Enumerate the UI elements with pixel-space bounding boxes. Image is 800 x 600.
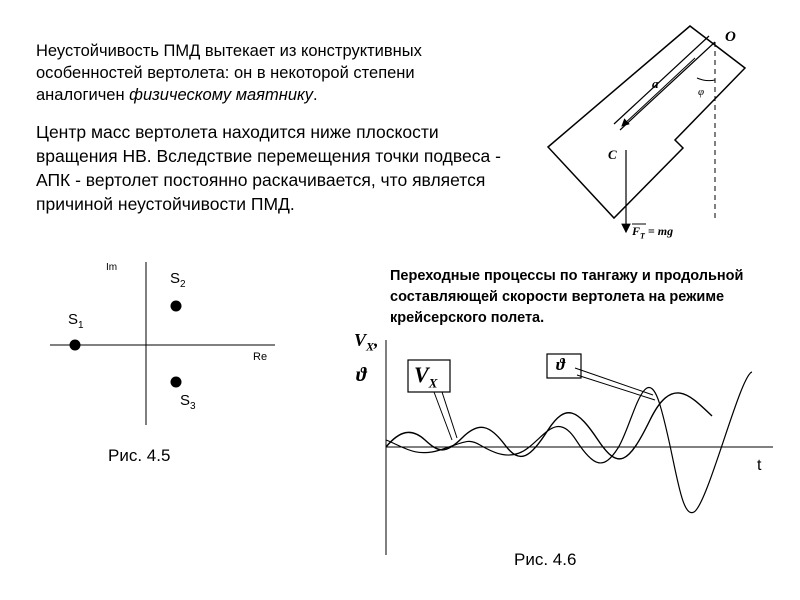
y-label-comma: , bbox=[374, 330, 379, 350]
intro-paragraph: Неустойчивость ПМД вытекает из конструкт… bbox=[36, 40, 506, 106]
callout-theta-leader-2 bbox=[576, 374, 656, 401]
intro-italic-term: физическому маятнику bbox=[129, 86, 314, 104]
callout-v-box bbox=[407, 359, 451, 393]
intro-period: . bbox=[313, 86, 318, 104]
s2-subscript: 2 bbox=[180, 279, 186, 290]
callout-v-text: VX bbox=[414, 362, 437, 391]
label-force: FТ = mg bbox=[632, 224, 673, 240]
s2-letter: S bbox=[170, 270, 181, 287]
transient-caption: Переходные процессы по тангажу и продоль… bbox=[390, 268, 744, 326]
label-length-a: a bbox=[652, 76, 659, 91]
label-s1: S1 bbox=[68, 311, 84, 331]
pole-s1 bbox=[69, 339, 81, 351]
pitch-curve bbox=[385, 371, 753, 514]
callout-v-leader-2 bbox=[441, 391, 458, 439]
figure-4-5-label: Рис. 4.5 bbox=[108, 446, 171, 465]
complex-plane bbox=[50, 262, 275, 425]
fuselage-outline bbox=[546, 25, 747, 220]
label-point-c: C bbox=[608, 147, 617, 162]
label-angle-phi: φ bbox=[698, 86, 705, 98]
length-a-arrow bbox=[621, 57, 696, 127]
center-mass-paragraph: Центр масс вертолета находится ниже плос… bbox=[36, 122, 501, 214]
callout-v-subscript: X bbox=[428, 375, 438, 391]
label-point-o: O bbox=[725, 29, 736, 45]
x-axis-label-t: t bbox=[757, 457, 762, 474]
s3-subscript: 3 bbox=[190, 401, 196, 412]
pole-s2 bbox=[170, 300, 182, 312]
intro-text: Неустойчивость ПМД вытекает из конструкт… bbox=[36, 42, 422, 104]
transient-plot bbox=[385, 340, 773, 555]
arm-line-upper bbox=[619, 41, 716, 131]
callout-v-letter: V bbox=[414, 362, 429, 387]
label-s3: S3 bbox=[180, 392, 196, 412]
force-subscript: Т bbox=[640, 231, 645, 241]
y-axis-label-theta: ϑ bbox=[356, 364, 367, 386]
callout-theta-box bbox=[546, 353, 582, 379]
callout-theta-leader-1 bbox=[574, 367, 654, 396]
figure-4-6-label: Рис. 4.6 bbox=[514, 550, 577, 569]
y-label-v: V bbox=[354, 330, 367, 350]
label-im-axis: Im bbox=[106, 262, 118, 273]
callout-theta-text: ϑ bbox=[556, 355, 565, 374]
s1-subscript: 1 bbox=[78, 320, 84, 331]
force-equation: = mg bbox=[647, 224, 674, 238]
label-re-axis: Re bbox=[253, 351, 268, 363]
callout-v-leader-1 bbox=[433, 391, 453, 441]
force-symbol: F bbox=[632, 224, 641, 238]
arm-line-lower bbox=[613, 35, 710, 125]
label-s2: S2 bbox=[170, 270, 186, 290]
s3-letter: S bbox=[180, 392, 191, 409]
velocity-curve bbox=[385, 392, 713, 460]
pendulum-diagram bbox=[546, 25, 747, 234]
s1-letter: S bbox=[68, 311, 79, 328]
pole-s3 bbox=[170, 376, 182, 388]
angle-phi-arc bbox=[696, 77, 716, 82]
y-label-subscript: X bbox=[366, 339, 375, 354]
y-axis-label-v: VX, bbox=[354, 330, 379, 355]
